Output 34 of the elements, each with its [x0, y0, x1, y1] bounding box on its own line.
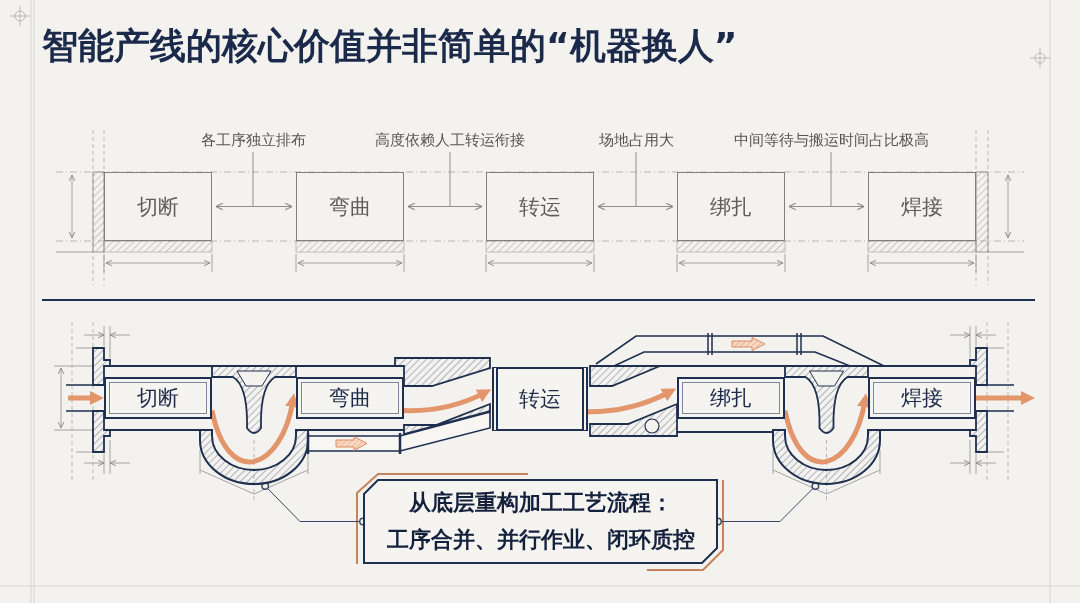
double-arrow	[215, 202, 293, 211]
process-box: 弯曲	[296, 377, 404, 419]
leader-line	[252, 151, 254, 207]
process-box: 弯曲	[296, 172, 404, 241]
process-box: 切断	[104, 377, 212, 419]
callout-heading: 从底层重构加工工艺流程：	[408, 489, 673, 517]
double-arrow	[597, 202, 674, 211]
flow-arrow	[68, 391, 104, 405]
process-box: 焊接	[868, 377, 976, 419]
process-box: 绑扎	[677, 172, 785, 241]
title: 智能产线的核心价值并非简单的“机器换人”	[42, 24, 738, 68]
flow-arrow	[209, 393, 299, 465]
leader-line	[635, 151, 637, 207]
flow-arrow	[782, 393, 871, 465]
flow-arrow	[403, 389, 492, 414]
double-arrow	[788, 202, 865, 211]
process-box: 转运	[492, 367, 588, 431]
process-box: 切断	[104, 172, 212, 241]
process-box: 绑扎	[677, 377, 785, 419]
callout-box	[363, 479, 718, 564]
u-bend-pipe	[771, 428, 882, 486]
annotation-label: 场地占用大	[598, 131, 674, 149]
double-arrow	[407, 202, 483, 211]
process-box: 转运	[486, 172, 594, 241]
flow-arrow	[976, 391, 1035, 405]
leader-line	[449, 151, 451, 207]
process-box: 焊接	[868, 172, 976, 241]
annotation-label: 中间等待与搬运时间占比极高	[733, 131, 929, 149]
u-bend-pipe	[198, 428, 310, 486]
callout-text: 工序合并、并行作业、闭环质控	[386, 526, 695, 554]
annotation-label: 各工序独立排布	[200, 131, 306, 149]
leader-line	[830, 151, 832, 207]
annotation-label: 高度依赖人工转运衔接	[375, 131, 525, 149]
flow-arrow	[587, 388, 677, 415]
